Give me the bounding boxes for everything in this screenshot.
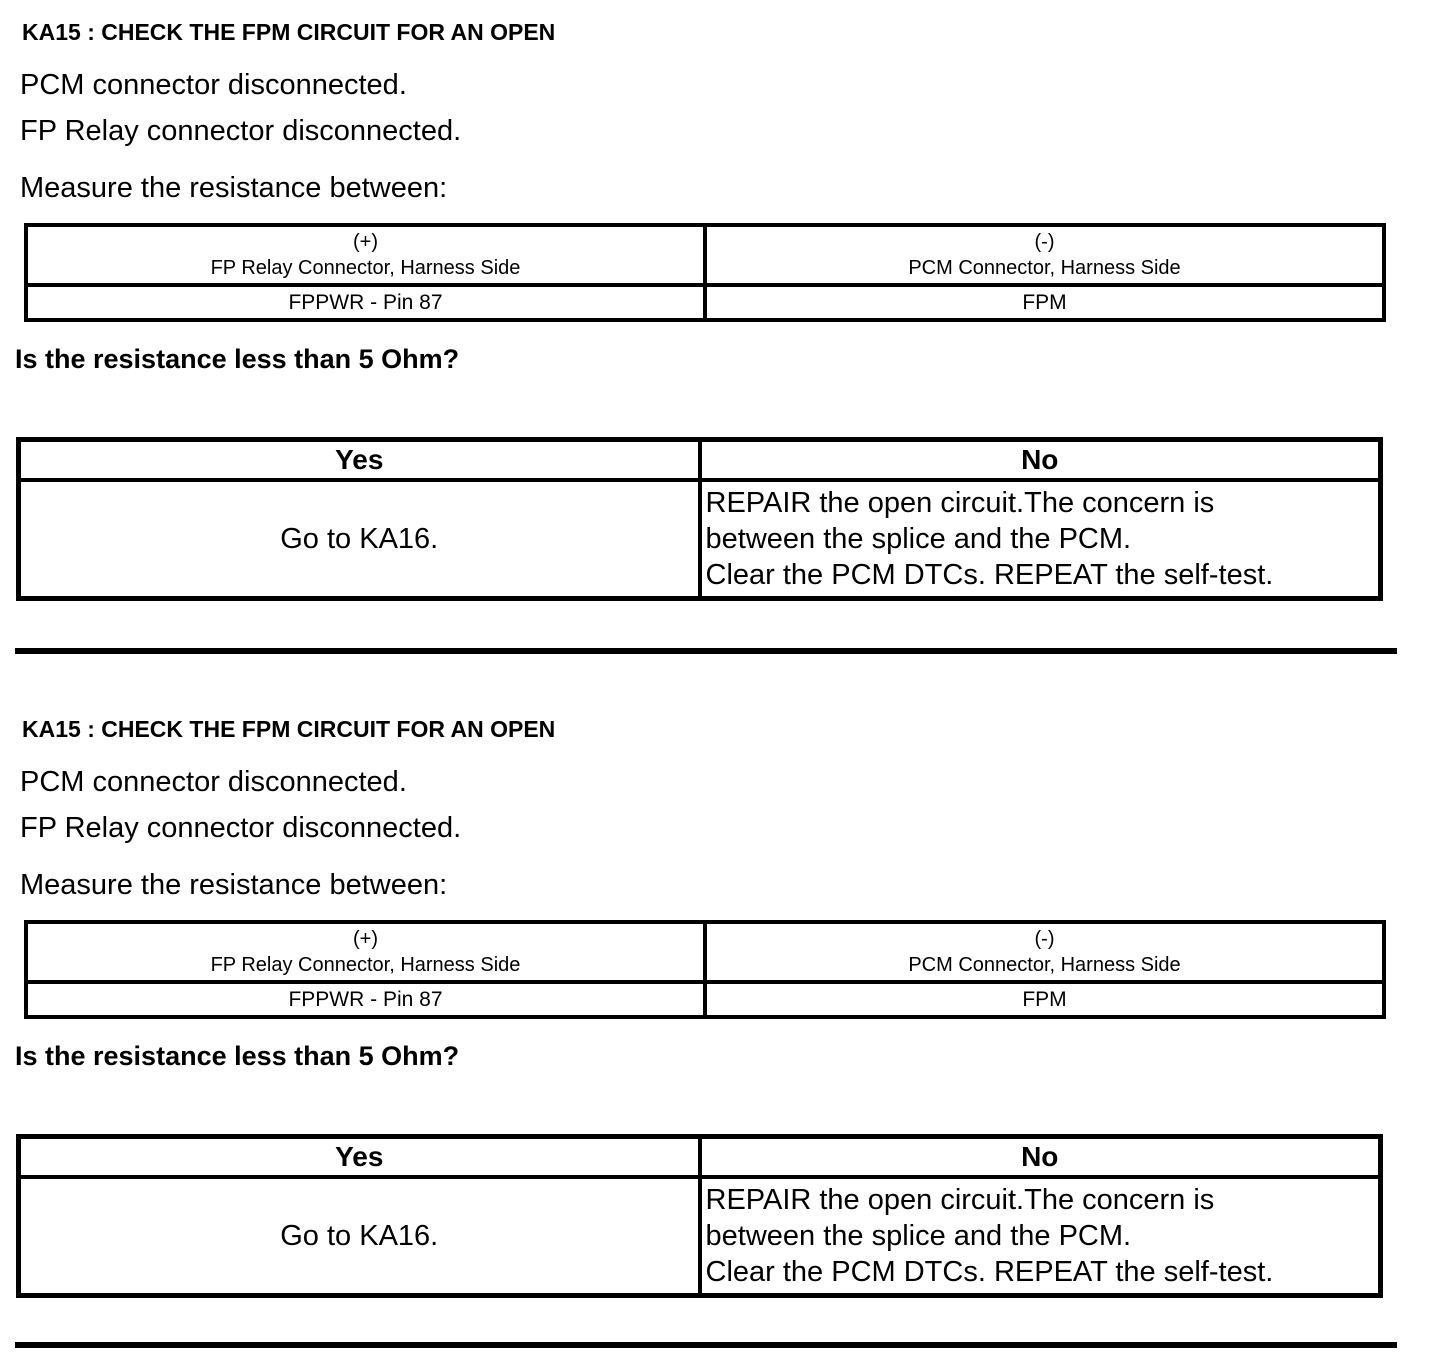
section-heading: KA15 : CHECK THE FPM CIRCUIT FOR AN OPEN bbox=[22, 19, 556, 45]
yes-header: Yes bbox=[16, 437, 702, 482]
step-line: Measure the resistance between: bbox=[20, 869, 448, 901]
column-header-negative: (-) PCM Connector, Harness Side bbox=[703, 920, 1386, 984]
table-header-row: Yes No bbox=[16, 437, 1383, 482]
no-action-line: REPAIR the open circuit.The concern is bbox=[705, 1184, 1215, 1216]
no-action-line: REPAIR the open circuit.The concern is bbox=[705, 487, 1215, 519]
no-action-line: Clear the PCM DTCs. REPEAT the self-test… bbox=[705, 1256, 1274, 1288]
table-row: FPPWR - Pin 87 FPM bbox=[24, 283, 1386, 322]
no-action-line: between the splice and the PCM. bbox=[705, 1220, 1132, 1252]
no-action-line: Clear the PCM DTCs. REPEAT the self-test… bbox=[705, 559, 1274, 591]
connector-label: PCM Connector, Harness Side bbox=[908, 954, 1181, 976]
bottom-rule bbox=[15, 1342, 1397, 1348]
no-header: No bbox=[697, 437, 1383, 482]
measurement-table: (+) FP Relay Connector, Harness Side (-)… bbox=[24, 920, 1386, 1019]
table-row: FPPWR - Pin 87 FPM bbox=[24, 980, 1386, 1019]
connector-label: FP Relay Connector, Harness Side bbox=[210, 954, 521, 976]
measurement-table: (+) FP Relay Connector, Harness Side (-)… bbox=[24, 223, 1386, 322]
no-header: No bbox=[697, 1134, 1383, 1179]
step-line: PCM connector disconnected. bbox=[20, 766, 407, 798]
procedure-section-2: KA15 : CHECK THE FPM CIRCUIT FOR AN OPEN… bbox=[0, 715, 1440, 1298]
step-line: PCM connector disconnected. bbox=[20, 69, 407, 101]
no-action-cell: REPAIR the open circuit.The concern is b… bbox=[697, 1175, 1383, 1298]
question-text: Is the resistance less than 5 Ohm? bbox=[15, 1041, 460, 1071]
polarity-sign: (-) bbox=[1034, 928, 1055, 950]
no-action-cell: REPAIR the open circuit.The concern is b… bbox=[697, 478, 1383, 601]
column-header-positive: (+) FP Relay Connector, Harness Side bbox=[24, 223, 707, 287]
decision-table: Yes No Go to KA16. REPAIR the open circu… bbox=[16, 437, 1383, 601]
table-header-row: (+) FP Relay Connector, Harness Side (-)… bbox=[24, 920, 1386, 984]
section-divider bbox=[15, 648, 1397, 654]
decision-table: Yes No Go to KA16. REPAIR the open circu… bbox=[16, 1134, 1383, 1298]
section-heading: KA15 : CHECK THE FPM CIRCUIT FOR AN OPEN bbox=[22, 716, 556, 742]
measure-pin-negative: FPM bbox=[703, 283, 1386, 322]
polarity-sign: (+) bbox=[353, 928, 378, 950]
polarity-sign: (-) bbox=[1034, 231, 1055, 253]
column-header-positive: (+) FP Relay Connector, Harness Side bbox=[24, 920, 707, 984]
step-line: Measure the resistance between: bbox=[20, 172, 448, 204]
table-row: Go to KA16. REPAIR the open circuit.The … bbox=[16, 1175, 1383, 1298]
connector-label: PCM Connector, Harness Side bbox=[908, 257, 1181, 279]
procedure-section-1: KA15 : CHECK THE FPM CIRCUIT FOR AN OPEN… bbox=[0, 18, 1440, 601]
connector-label: FP Relay Connector, Harness Side bbox=[210, 257, 521, 279]
yes-action-cell: Go to KA16. bbox=[16, 1175, 702, 1298]
table-row: Go to KA16. REPAIR the open circuit.The … bbox=[16, 478, 1383, 601]
step-line: FP Relay connector disconnected. bbox=[20, 115, 462, 147]
step-line: FP Relay connector disconnected. bbox=[20, 812, 462, 844]
measure-pin-positive: FPPWR - Pin 87 bbox=[24, 283, 707, 322]
polarity-sign: (+) bbox=[353, 231, 378, 253]
no-action-line: between the splice and the PCM. bbox=[705, 523, 1132, 555]
yes-action-cell: Go to KA16. bbox=[16, 478, 702, 601]
question-text: Is the resistance less than 5 Ohm? bbox=[15, 344, 460, 374]
column-header-negative: (-) PCM Connector, Harness Side bbox=[703, 223, 1386, 287]
table-header-row: (+) FP Relay Connector, Harness Side (-)… bbox=[24, 223, 1386, 287]
measure-pin-positive: FPPWR - Pin 87 bbox=[24, 980, 707, 1019]
table-header-row: Yes No bbox=[16, 1134, 1383, 1179]
yes-header: Yes bbox=[16, 1134, 702, 1179]
measure-pin-negative: FPM bbox=[703, 980, 1386, 1019]
